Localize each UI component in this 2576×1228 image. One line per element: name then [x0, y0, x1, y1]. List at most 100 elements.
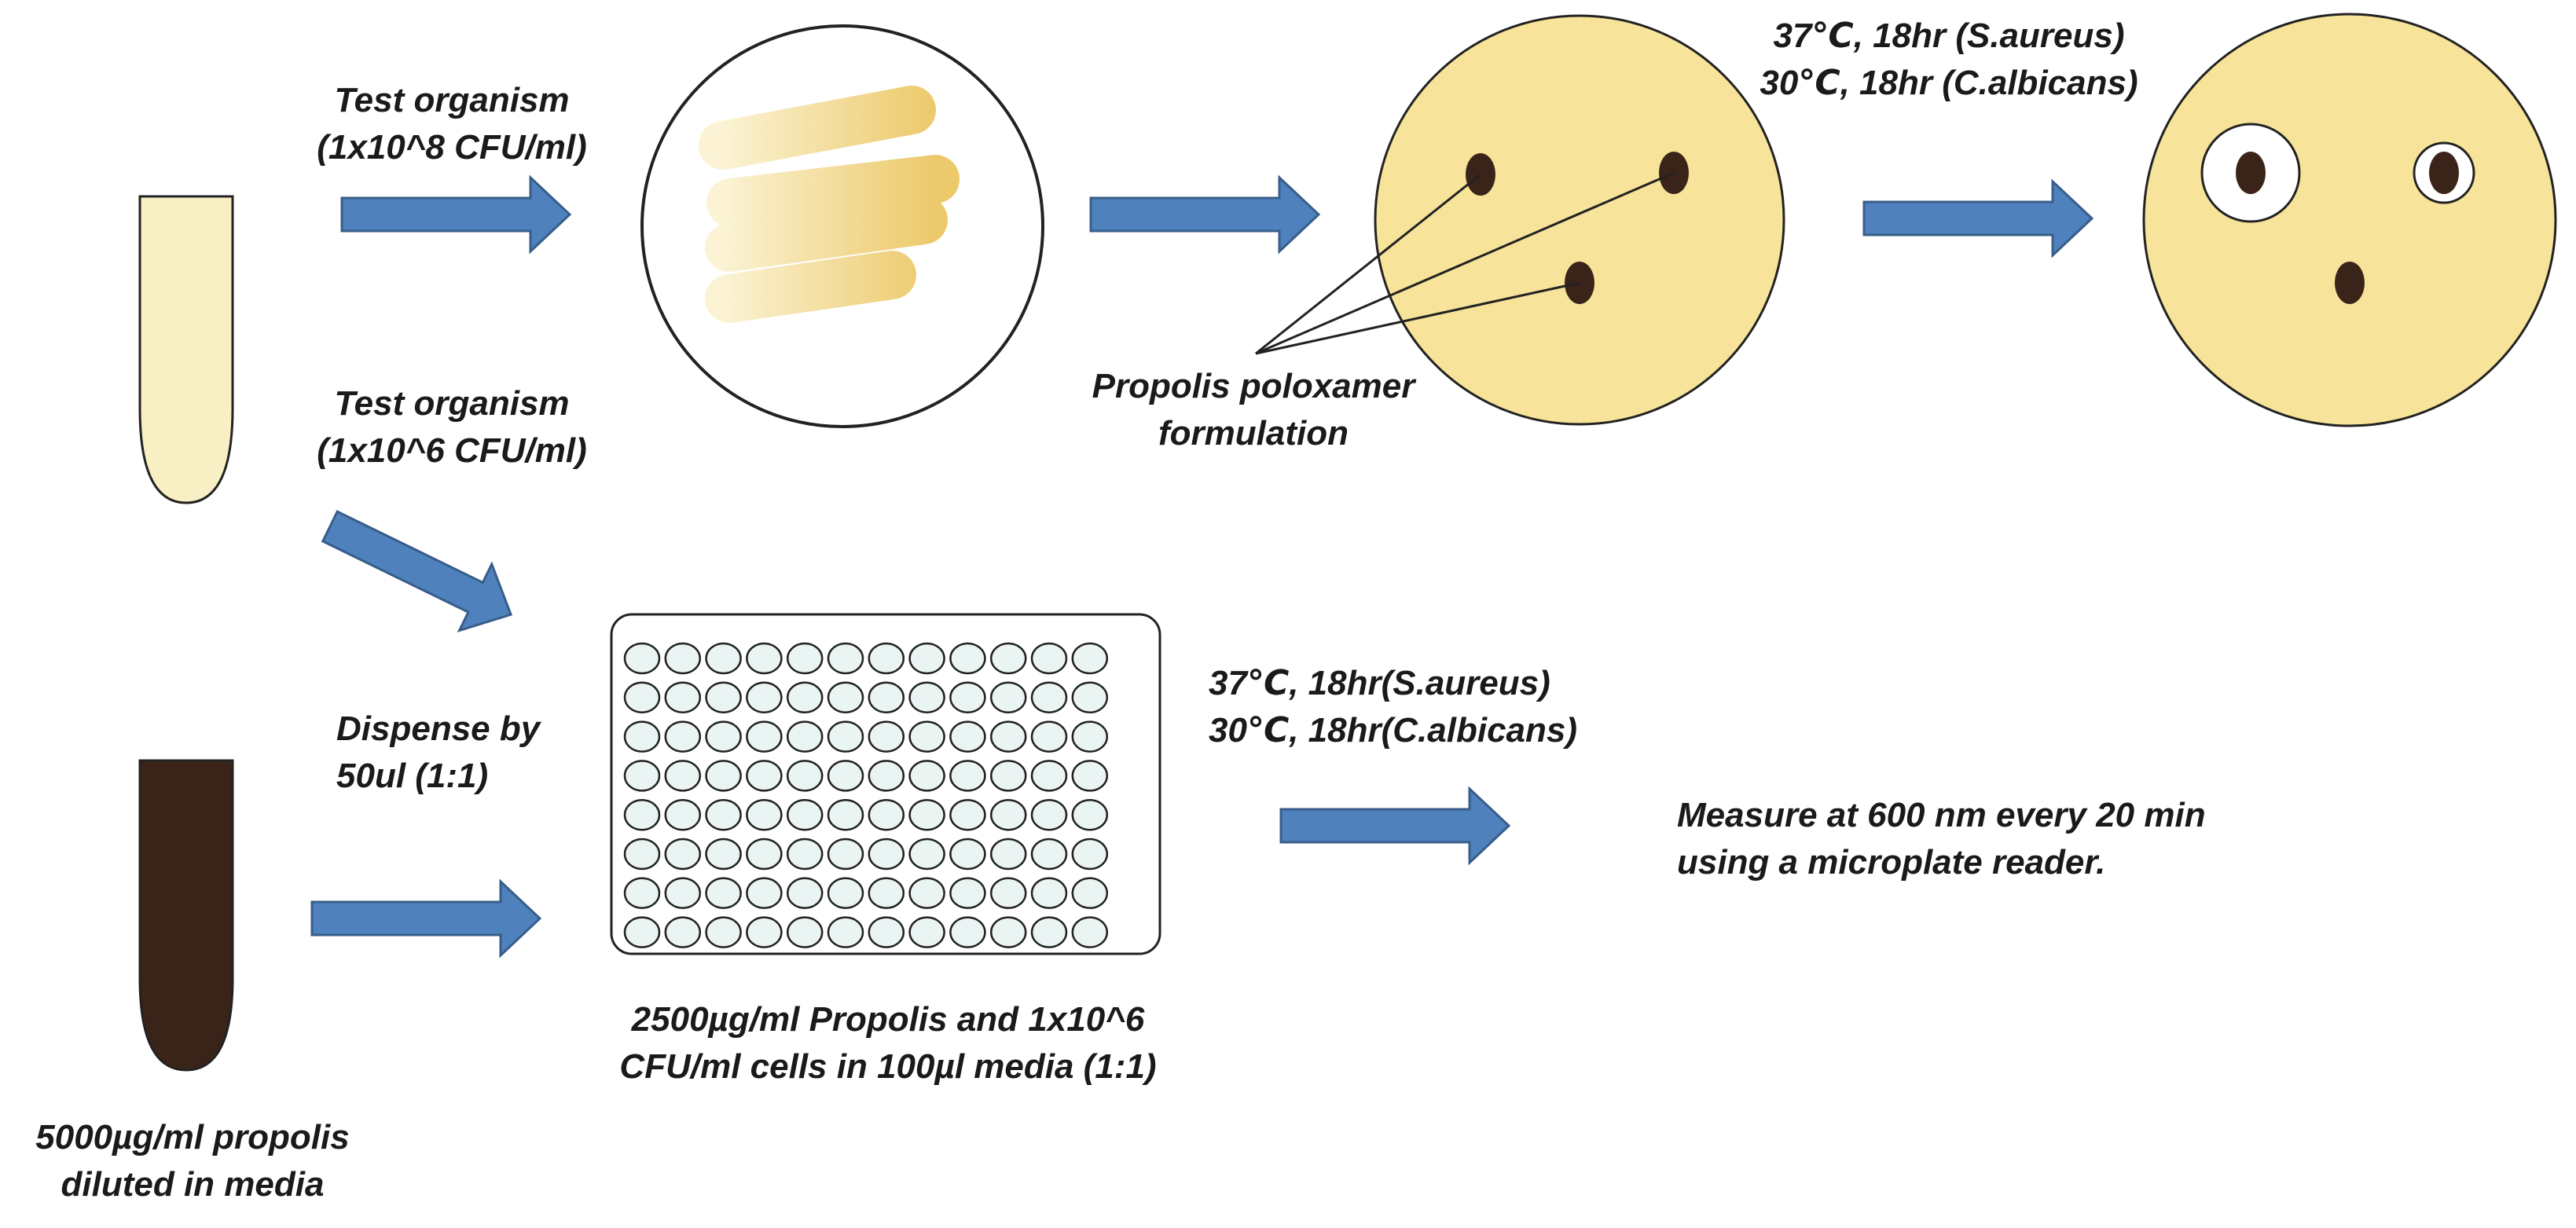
microplate-well — [989, 877, 1027, 910]
microplate-well — [868, 642, 905, 675]
formulation-label: Propolis poloxamer formulation — [1045, 363, 1462, 457]
microplate-well — [664, 681, 702, 714]
microplate-well — [827, 798, 864, 831]
microplate-well — [868, 838, 905, 871]
arrow-right-icon — [310, 878, 542, 959]
label-line: 5000µg/ml propolis — [35, 1118, 350, 1157]
label-line: diluted in media — [61, 1165, 325, 1204]
label-line: Test organism — [334, 81, 570, 119]
microplate-well — [908, 760, 945, 792]
culture-tube-icon — [138, 195, 234, 504]
microplate-well — [664, 838, 702, 871]
label-line: (1x10^6 CFU/ml) — [317, 431, 587, 470]
label-line: Propolis poloxamer — [1092, 367, 1415, 405]
microplate-well — [827, 720, 864, 753]
microplate-well — [827, 681, 864, 714]
microplate-well — [623, 720, 661, 753]
test-organism-label-2: Test organism (1x10^6 CFU/ml) — [275, 380, 629, 475]
microplate-well — [746, 877, 783, 910]
microplate-well — [786, 642, 824, 675]
microplate-well — [623, 798, 661, 831]
pointer-line — [1255, 173, 1481, 355]
microplate-well — [705, 642, 742, 675]
microplate-well — [949, 760, 986, 792]
microplate-well — [623, 838, 661, 871]
microplate-well — [868, 916, 905, 948]
microplate-well — [1030, 838, 1068, 871]
microplate-well — [746, 642, 783, 675]
microplate-well — [623, 877, 661, 910]
microplate-well — [746, 838, 783, 871]
microplate-well — [746, 798, 783, 831]
pointer-line — [1255, 171, 1675, 355]
result-plate-icon — [2142, 13, 2557, 427]
microplate-well — [1071, 916, 1109, 948]
stock-solution-label: 5000µg/ml propolis diluted in media — [0, 1114, 385, 1208]
incubation-label-mid: 37℃, 18hr(S.aureus) 30℃, 18hr(C.albicans… — [1209, 660, 1712, 754]
microplate-well — [949, 642, 986, 675]
microplate-well — [623, 681, 661, 714]
label-line: 37℃, 18hr (S.aureus) — [1773, 16, 2125, 55]
microplate-well — [1030, 681, 1068, 714]
incubation-label-top: 37℃, 18hr (S.aureus) 30℃, 18hr (C.albica… — [1713, 13, 2185, 107]
label-line: (1x10^8 CFU/ml) — [317, 128, 587, 167]
microplate-well — [989, 798, 1027, 831]
microplate-well — [949, 838, 986, 871]
microplate-well — [868, 760, 905, 792]
microplate-well — [623, 916, 661, 948]
propolis-tube-icon — [138, 759, 234, 1072]
microplate-well — [1030, 720, 1068, 753]
microplate-well — [705, 916, 742, 948]
microplate-well — [1030, 798, 1068, 831]
microplate-well — [1030, 642, 1068, 675]
label-line: 30℃, 18hr(C.albicans) — [1209, 711, 1578, 750]
test-organism-label-1: Test organism (1x10^8 CFU/ml) — [275, 77, 629, 171]
label-line: using a microplate reader. — [1677, 843, 2106, 882]
microplate-well — [989, 720, 1027, 753]
microplate-well — [664, 642, 702, 675]
label-line: Test organism — [334, 384, 570, 423]
label-line: Measure at 600 nm every 20 min — [1677, 796, 2206, 834]
label-line: 2500µg/ml Propolis and 1x10^6 — [631, 1000, 1145, 1039]
dispense-label: Dispense by 50ul (1:1) — [336, 706, 596, 800]
microplate-well — [827, 916, 864, 948]
microplate-well — [908, 681, 945, 714]
microplate-well — [908, 838, 945, 871]
microplate-well — [746, 681, 783, 714]
microplate-well — [1071, 838, 1109, 871]
bacterial-streak-icon — [699, 86, 960, 323]
microplate-well — [664, 877, 702, 910]
microplate-well — [786, 877, 824, 910]
microplate-well — [827, 642, 864, 675]
microplate-well — [949, 681, 986, 714]
microplate-well — [1030, 916, 1068, 948]
measure-label: Measure at 600 nm every 20 min using a m… — [1677, 792, 2369, 886]
arrow-right-icon — [1862, 178, 2094, 258]
microplate-well — [827, 877, 864, 910]
microplate-well — [989, 916, 1027, 948]
microplate-well — [949, 877, 986, 910]
microplate-wells — [623, 642, 1109, 948]
microplate-well — [746, 760, 783, 792]
label-line: 30℃, 18hr (C.albicans) — [1760, 64, 2138, 102]
microplate-well — [786, 916, 824, 948]
microplate-well — [705, 760, 742, 792]
microplate-well — [908, 916, 945, 948]
microplate-well — [786, 720, 824, 753]
arrow-right-icon — [340, 174, 572, 255]
label-line: formulation — [1158, 414, 1349, 453]
microplate-well — [989, 838, 1027, 871]
microplate-well — [1071, 681, 1109, 714]
microplate-well — [786, 838, 824, 871]
microplate-well — [949, 720, 986, 753]
microplate-well — [908, 798, 945, 831]
label-line: CFU/ml cells in 100µl media (1:1) — [619, 1047, 1157, 1086]
microplate-well — [664, 720, 702, 753]
microplate-well — [786, 681, 824, 714]
microplate-well — [908, 877, 945, 910]
microplate-well — [1071, 798, 1109, 831]
microplate-well — [1030, 760, 1068, 792]
microplate-well — [868, 720, 905, 753]
